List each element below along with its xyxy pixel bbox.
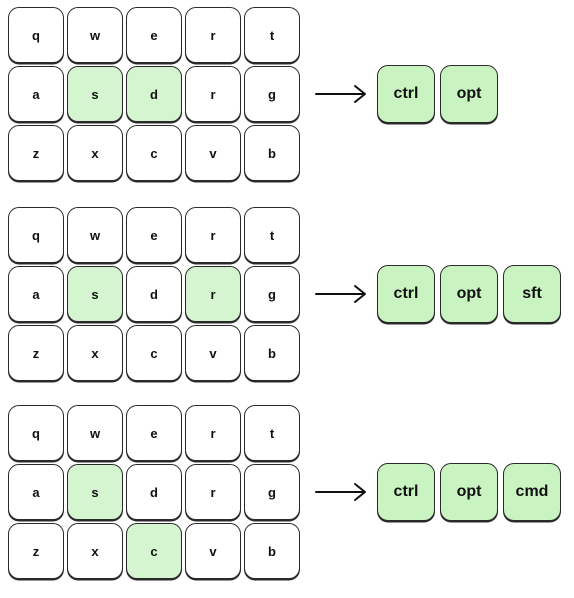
- key-a: a: [8, 266, 64, 322]
- key-g: g: [244, 266, 300, 322]
- key-z: z: [8, 125, 64, 181]
- key-r: r: [185, 405, 241, 461]
- key-c: c: [126, 325, 182, 381]
- modifier-key-ctrl: ctrl: [377, 65, 435, 123]
- key-w: w: [67, 7, 123, 63]
- key-t: t: [244, 207, 300, 263]
- key-x: x: [67, 325, 123, 381]
- modifier-key-opt: opt: [440, 65, 498, 123]
- key-v: v: [185, 325, 241, 381]
- arrow-right-icon: [315, 483, 366, 501]
- key-z: z: [8, 523, 64, 579]
- key-w: w: [67, 405, 123, 461]
- key-d: d: [126, 266, 182, 322]
- key-r: r: [185, 464, 241, 520]
- key-b: b: [244, 125, 300, 181]
- key-v: v: [185, 523, 241, 579]
- key-x: x: [67, 125, 123, 181]
- key-r: r: [185, 66, 241, 122]
- modifier-key-opt: opt: [440, 265, 498, 323]
- key-a: a: [8, 464, 64, 520]
- key-s-highlighted: s: [67, 464, 123, 520]
- key-b: b: [244, 325, 300, 381]
- key-d-highlighted: d: [126, 66, 182, 122]
- key-d: d: [126, 464, 182, 520]
- key-e: e: [126, 405, 182, 461]
- modifier-key-sft: sft: [503, 265, 561, 323]
- key-e: e: [126, 207, 182, 263]
- key-r: r: [185, 7, 241, 63]
- arrow-right-icon: [315, 285, 366, 303]
- key-r-highlighted: r: [185, 266, 241, 322]
- key-x: x: [67, 523, 123, 579]
- key-t: t: [244, 7, 300, 63]
- key-q: q: [8, 7, 64, 63]
- key-r: r: [185, 207, 241, 263]
- key-c-highlighted: c: [126, 523, 182, 579]
- key-a: a: [8, 66, 64, 122]
- key-s-highlighted: s: [67, 66, 123, 122]
- key-t: t: [244, 405, 300, 461]
- arrow-right-icon: [315, 85, 366, 103]
- key-g: g: [244, 66, 300, 122]
- key-z: z: [8, 325, 64, 381]
- modifier-key-opt: opt: [440, 463, 498, 521]
- key-s-highlighted: s: [67, 266, 123, 322]
- key-v: v: [185, 125, 241, 181]
- modifier-key-ctrl: ctrl: [377, 463, 435, 521]
- modifier-key-ctrl: ctrl: [377, 265, 435, 323]
- key-b: b: [244, 523, 300, 579]
- key-g: g: [244, 464, 300, 520]
- key-e: e: [126, 7, 182, 63]
- key-q: q: [8, 207, 64, 263]
- modifier-key-cmd: cmd: [503, 463, 561, 521]
- key-q: q: [8, 405, 64, 461]
- key-c: c: [126, 125, 182, 181]
- key-w: w: [67, 207, 123, 263]
